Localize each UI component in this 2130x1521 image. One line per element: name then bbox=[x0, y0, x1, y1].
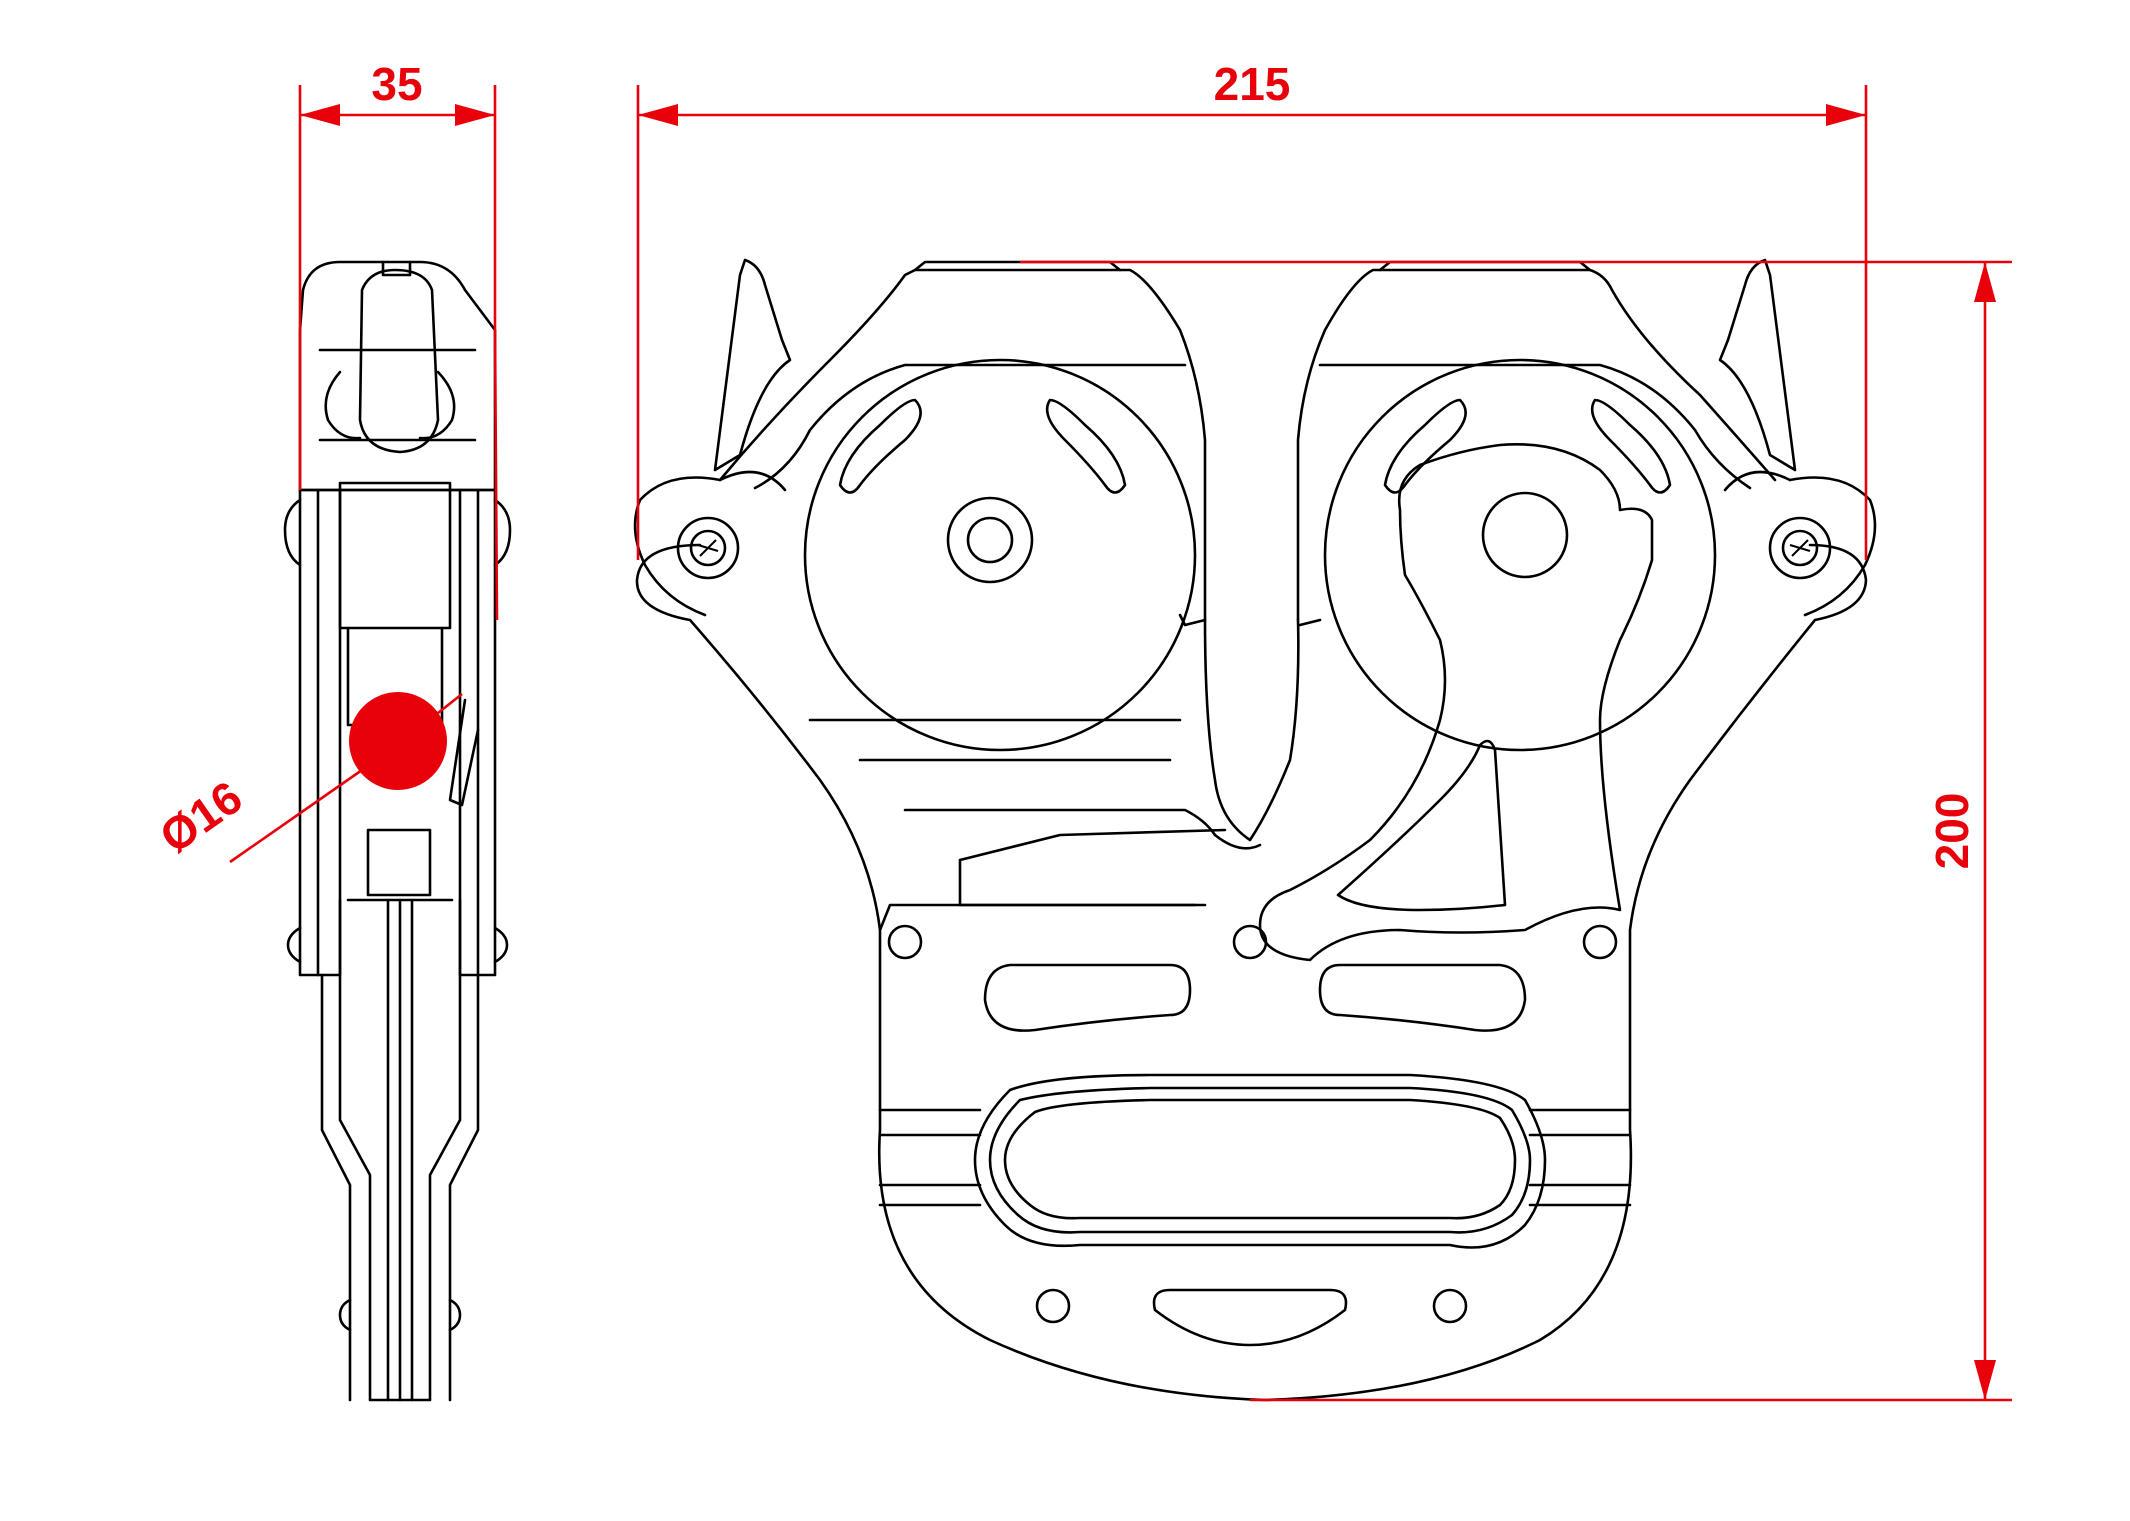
dim-label-200: 200 bbox=[1926, 793, 1978, 870]
rope-section bbox=[349, 692, 447, 790]
dim-label-215: 215 bbox=[1214, 58, 1291, 110]
dim-label-rope-diameter: Ø16 bbox=[150, 771, 251, 863]
side-view bbox=[229, 260, 512, 1402]
dimension-lines bbox=[298, 85, 2012, 1402]
dim-label-35: 35 bbox=[371, 58, 422, 110]
front-view bbox=[633, 258, 1877, 1402]
